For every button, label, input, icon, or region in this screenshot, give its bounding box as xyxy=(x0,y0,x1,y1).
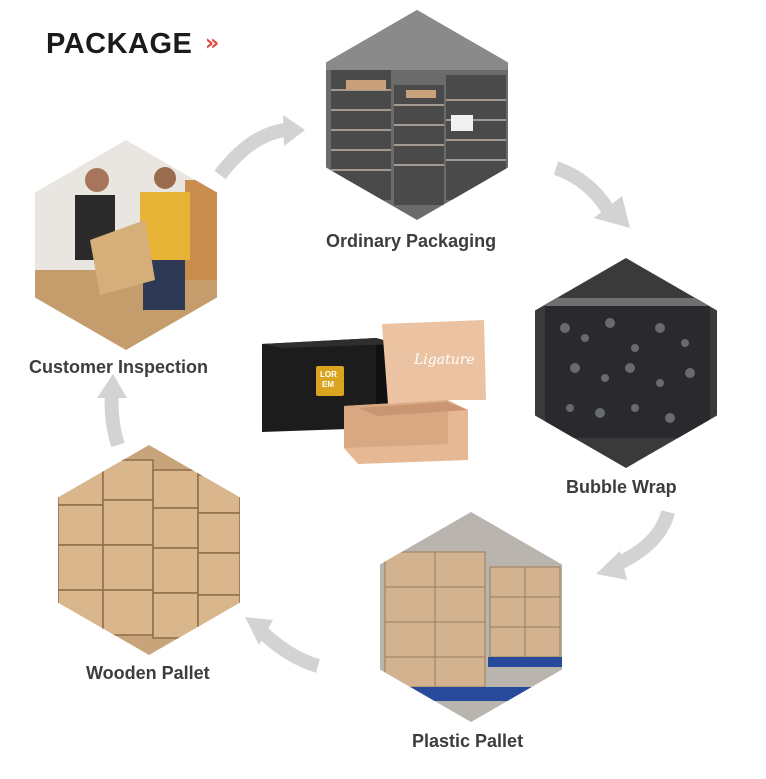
step-label-wooden-pallet: Wooden Pallet xyxy=(86,663,210,683)
wooden-pallet-image xyxy=(58,445,240,655)
arrow-2 xyxy=(553,161,615,214)
arrow-5 xyxy=(104,392,125,448)
center-product-box: LOR EM Ligature xyxy=(258,318,492,468)
ordinary-packaging-image xyxy=(326,10,508,220)
brand-name: Ligature xyxy=(414,352,475,368)
step-label-bubble-wrap: Bubble Wrap xyxy=(566,477,677,497)
logo-text-1: LOR xyxy=(320,370,337,379)
plastic-pallet-image xyxy=(380,512,562,722)
page-title: PACKAGE xyxy=(46,28,193,60)
arrow-3 xyxy=(612,509,675,572)
step-label-ordinary-packaging: Ordinary Packaging xyxy=(326,231,497,251)
bubble-wrap-image xyxy=(535,258,717,468)
arrow-1 xyxy=(214,123,287,180)
title-chevron-icon: » xyxy=(205,31,219,56)
step-label-plastic-pallet: Plastic Pallet xyxy=(412,731,524,751)
customer-inspection-image xyxy=(35,140,217,350)
step-label-customer-inspection: Customer Inspection xyxy=(29,357,209,377)
arrow-4 xyxy=(257,626,321,673)
logo-text-2: EM xyxy=(322,380,334,389)
